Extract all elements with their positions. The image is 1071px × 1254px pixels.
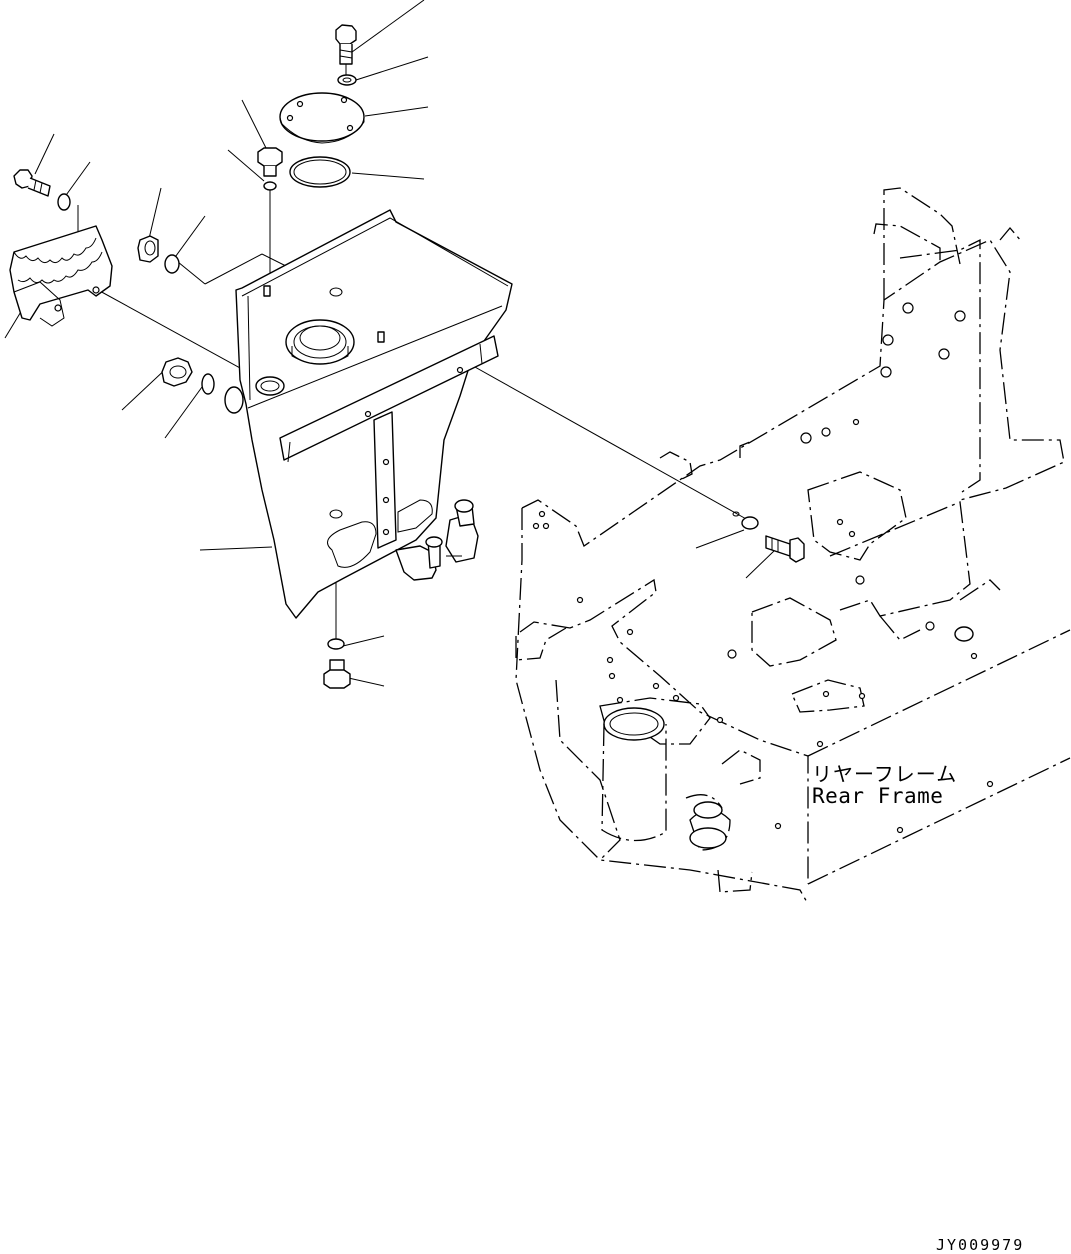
drain-plug-upper [137, 235, 159, 263]
seal-ring-upper [164, 254, 180, 274]
seal-ring-lower [201, 373, 215, 395]
o-ring-top [289, 156, 351, 188]
mount-washer [741, 516, 759, 530]
plug-bolt [257, 147, 283, 177]
mount-bolt [765, 535, 805, 563]
rear-frame-label-en: Rear Frame [812, 784, 944, 808]
washer-top [337, 74, 357, 86]
bottom-washer [327, 638, 345, 650]
step-washer [57, 193, 71, 211]
tank [224, 209, 513, 619]
rear-frame [515, 187, 1071, 905]
step-bracket [9, 225, 113, 327]
rear-frame-label-jp: リヤーフレーム [812, 762, 958, 786]
cover-plate [279, 92, 365, 144]
small-o-ring [263, 181, 277, 191]
bottom-drain-plug [323, 659, 351, 689]
drain-plug-lower [161, 357, 193, 387]
step-bolt [13, 169, 51, 197]
drawing-number: JY009979 [936, 1236, 1025, 1254]
bolt-top [335, 24, 357, 65]
